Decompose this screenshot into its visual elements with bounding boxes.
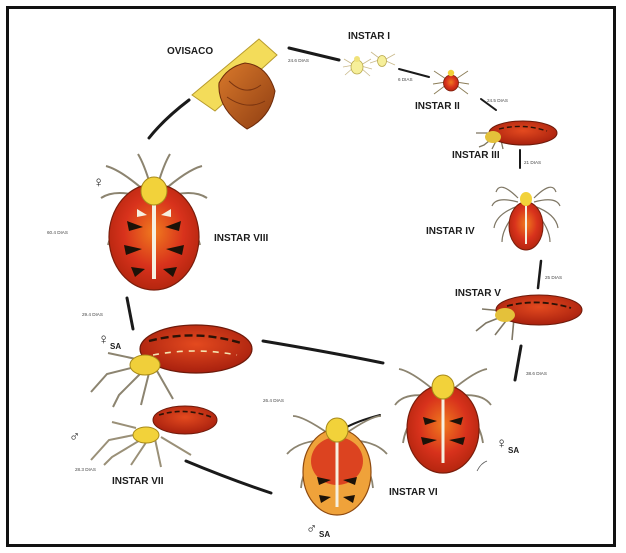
female-symbol-sa-right: ♀: [496, 435, 507, 452]
subadult-female-side-illustration: [91, 325, 252, 407]
duration-instar-iii-iv: 21 DIAS: [524, 160, 541, 165]
female-symbol-instar-viii: ♀: [93, 174, 104, 191]
instar-vii-illustration: [91, 406, 217, 467]
male-symbol-sa-bottom: ♂: [306, 520, 317, 537]
instar-iv-illustration: [492, 187, 560, 250]
label-instar-ii: INSTAR II: [415, 101, 460, 112]
duration-instar-i-ii: 6 DIAS: [398, 77, 413, 82]
diagram-frame: OVISACO INSTAR I INSTAR II INSTAR III IN…: [6, 6, 616, 547]
sa-label-left: SA: [110, 342, 121, 351]
label-instar-viii: INSTAR VIII: [214, 233, 268, 244]
duration-ovisaco-instar-i: 24.6 DIAS: [288, 58, 309, 63]
label-instar-v: INSTAR V: [455, 288, 501, 299]
duration-vi-vii: 26.4 DIAS: [263, 398, 284, 403]
instar-vi-female-illustration: [395, 369, 491, 473]
label-instar-iii: INSTAR III: [452, 150, 500, 161]
instar-v-illustration: [476, 295, 582, 340]
instar-ii-illustration: [433, 70, 469, 94]
duration-viii-sa: 29.4 DIAS: [82, 312, 103, 317]
instar-i-illustration: [343, 52, 395, 76]
arrow-instar-i-ii: [399, 69, 429, 77]
subadult-male-illustration: [287, 416, 387, 515]
label-instar-vi: INSTAR VI: [389, 487, 438, 498]
arrow-viii-to-sa: [127, 298, 133, 329]
duration-instar-iv-v: 25 DIAS: [545, 275, 562, 280]
arrow-instar-v-vi: [515, 346, 521, 380]
arrow-vii-to-male-sa: [186, 461, 271, 493]
arrow-instar-iv-v: [538, 261, 541, 288]
label-instar-iv: INSTAR IV: [426, 226, 475, 237]
label-instar-i: INSTAR I: [348, 31, 390, 42]
sa-label-right: SA: [508, 446, 519, 455]
instar-iii-illustration: [476, 121, 557, 149]
duration-instar-ii-iii: 24.5 DIAS: [487, 98, 508, 103]
duration-vii-male-sa: 28.3 DIAS: [75, 467, 96, 472]
instar-viii-illustration: [101, 154, 207, 290]
duration-ovisaco-viii: 60.4 DIAS: [47, 230, 68, 235]
sa-label-bottom: SA: [319, 530, 330, 539]
life-cycle-diagram: OVISACO INSTAR I INSTAR II INSTAR III IN…: [9, 9, 613, 544]
duration-instar-v-vi: 38.6 DIAS: [526, 371, 547, 376]
arrow-ovisaco-to-viii: [149, 100, 189, 138]
arrow-sa-female-to-vi: [263, 341, 383, 363]
label-instar-vii: INSTAR VII: [112, 476, 164, 487]
label-ovisaco: OVISACO: [167, 46, 213, 57]
female-symbol-sa-left: ♀: [98, 331, 109, 348]
male-symbol-instar-vii: ♂: [69, 428, 80, 445]
